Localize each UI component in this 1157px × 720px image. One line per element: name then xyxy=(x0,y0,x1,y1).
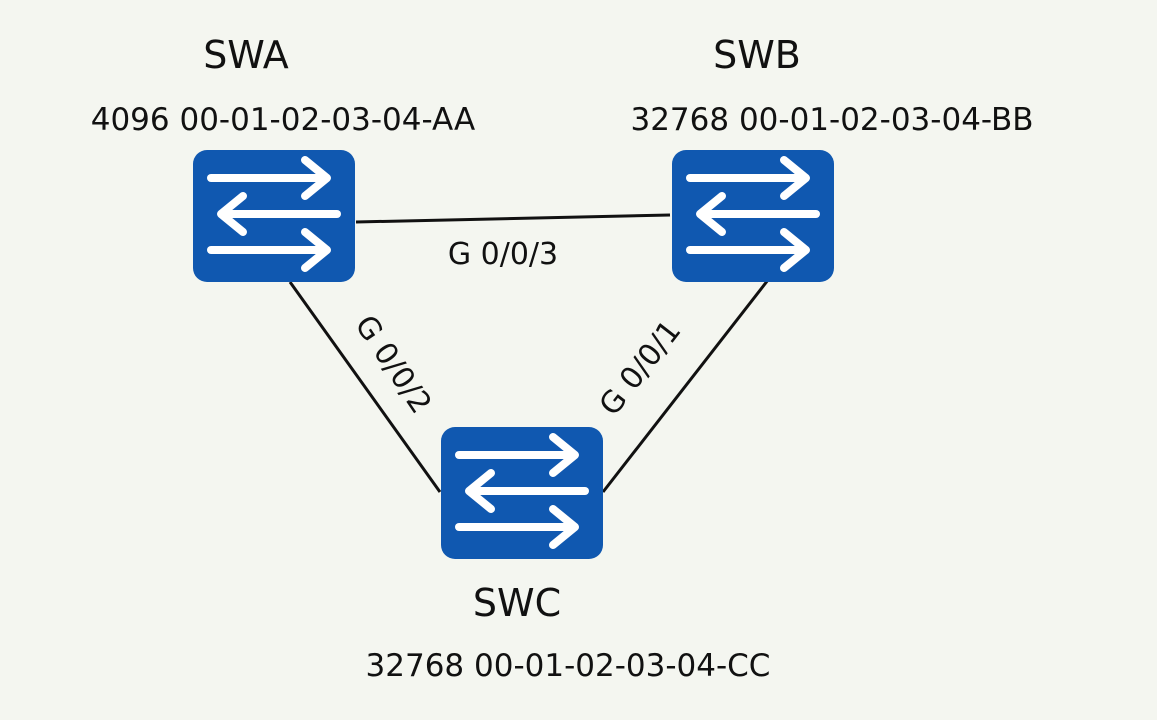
network-switch-icon xyxy=(459,437,585,545)
link-swb-swc xyxy=(601,279,770,493)
switch-swa-bridge-id: 4096 00-01-02-03-04-AA xyxy=(91,102,476,138)
switch-swb: SWB 32768 00-01-02-03-04-BB xyxy=(630,33,1034,282)
link-swa-swb xyxy=(355,213,671,224)
switch-swb-name: SWB xyxy=(713,33,801,77)
switch-swc-name: SWC xyxy=(473,581,561,625)
link-label-g003: G 0/0/3 xyxy=(448,237,558,272)
switch-swc: SWC 32768 00-01-02-03-04-CC xyxy=(366,427,771,684)
switch-swa-name: SWA xyxy=(203,33,289,77)
network-switch-icon xyxy=(211,160,337,268)
switch-swc-bridge-id: 32768 00-01-02-03-04-CC xyxy=(366,648,771,684)
network-switch-icon xyxy=(690,160,816,268)
link-swa-swc xyxy=(288,281,442,493)
switch-swb-bridge-id: 32768 00-01-02-03-04-BB xyxy=(630,102,1033,138)
switch-swa: SWA 4096 00-01-02-03-04-AA xyxy=(91,33,476,282)
